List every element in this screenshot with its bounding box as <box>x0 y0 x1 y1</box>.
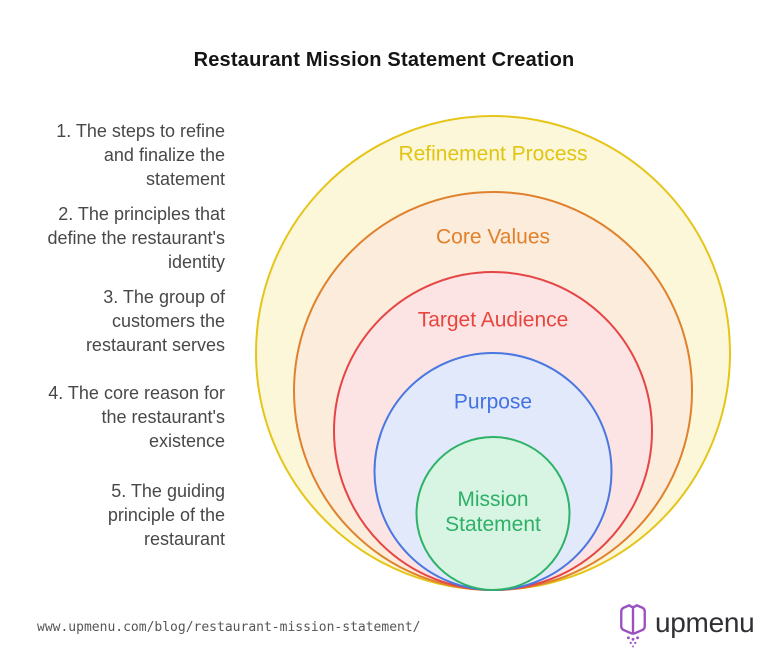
ring-label-mission-statement: Mission Statement <box>445 488 541 536</box>
upmenu-logo: upmenu <box>614 602 755 649</box>
page-title: Restaurant Mission Statement Creation <box>193 49 575 71</box>
source-url: www.upmenu.com/blog/restaurant-mission-s… <box>37 620 421 635</box>
ring-label-refinement-process: Refinement Process <box>398 142 588 166</box>
legend-item-1: 1. The steps to refine and finalize the … <box>56 121 225 189</box>
upmenu-book-icon <box>620 604 646 648</box>
ring-circle-mission-statement <box>415 436 571 591</box>
ring-label-core-values: Core Values <box>435 225 551 249</box>
legend-item-2: 2. The principles that define the restau… <box>47 204 225 272</box>
legend-item-5: 5. The guiding principle of the restaura… <box>107 481 225 549</box>
legend-item-4: 4. The core reason for the restaurant's … <box>48 383 225 451</box>
legend-list: 1. The steps to refine and finalize the … <box>27 119 225 562</box>
upmenu-logo-text: upmenu <box>655 606 755 638</box>
ring-label-purpose: Purpose <box>453 390 533 414</box>
legend-item-3: 3. The group of customers the restaurant… <box>85 287 225 355</box>
ring-label-target-audience: Target Audience <box>417 308 569 332</box>
